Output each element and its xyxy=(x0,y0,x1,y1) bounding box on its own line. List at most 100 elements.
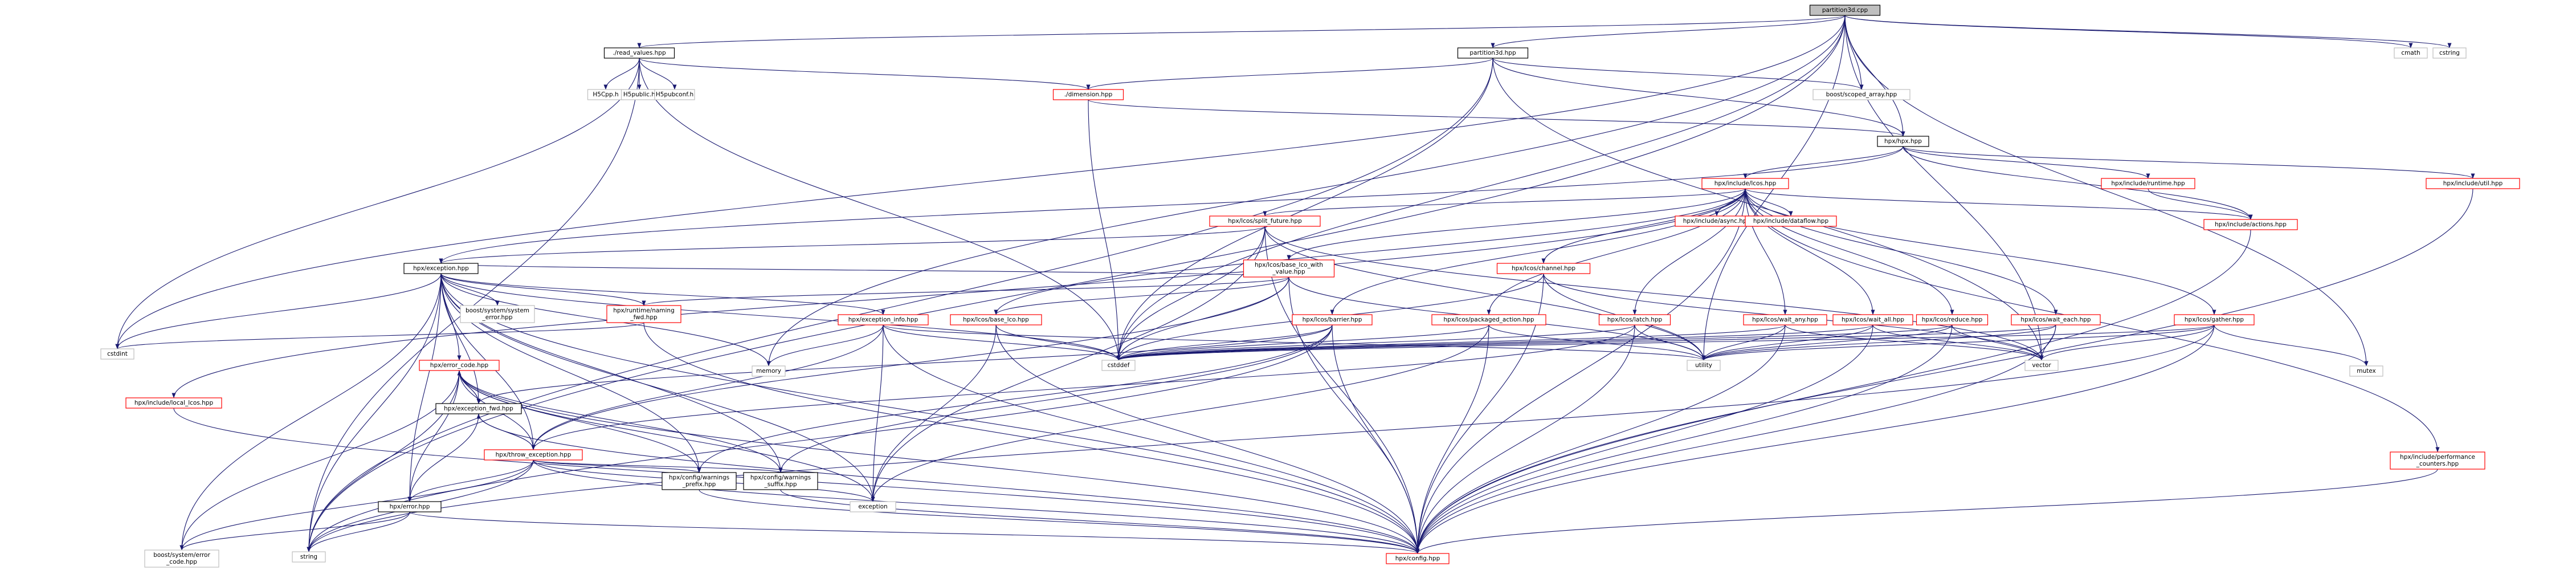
node-barrier[interactable]: hpx/lcos/barrier.hpp xyxy=(1292,314,1373,325)
node-label: hpx/include/local_lcos.hpp xyxy=(134,400,214,406)
node-dataflow-hpp[interactable]: hpx/include/dataflow.hpp xyxy=(1745,215,1837,227)
node-naming-fwd[interactable]: hpx/runtime/naming_fwd.hpp xyxy=(606,305,681,323)
node-warnings-prefix[interactable]: hpx/config/warnings_prefix.hpp xyxy=(662,472,737,490)
edge-runtime_hpp-to-actions_hpp xyxy=(2148,188,2253,220)
node-error-code[interactable]: hpx/error_code.hpp xyxy=(419,360,500,371)
edge-barrier-to-cstddef xyxy=(1116,324,1333,361)
edge-gather-to-string xyxy=(307,324,2215,552)
edge-partition3d_hpp-to-hpx_hpp xyxy=(1492,58,1905,137)
edge-exception_hpp-to-system_error xyxy=(440,273,500,306)
node-label: hpx/lcos/wait_all.hpp xyxy=(1842,316,1904,323)
node-label: partition3d.hpp xyxy=(1469,50,1516,56)
edge-base_lco_hpp-to-cstddef xyxy=(995,324,1121,361)
node-box xyxy=(850,501,896,512)
node-wait-each[interactable]: hpx/lcos/wait_each.hpp xyxy=(2011,314,2101,325)
node-box xyxy=(1832,314,1913,325)
edge-base_lco-to-exception_hpp xyxy=(439,263,1289,278)
node-label: hpx/config/warnings xyxy=(750,474,811,481)
node-config-hpp[interactable]: hpx/config.hpp xyxy=(1386,553,1450,564)
node-latch[interactable]: hpx/lcos/latch.hpp xyxy=(1598,314,1671,325)
node-packaged-action[interactable]: hpx/lcos/packaged_action.hpp xyxy=(1431,314,1546,325)
node-box xyxy=(1701,178,1789,189)
node-label: hpx/lcos/base_lco_with xyxy=(1255,262,1323,268)
edge-dimension-to-cstddef xyxy=(1088,99,1121,361)
node-label: hpx/include/actions.hpp xyxy=(2215,221,2287,228)
node-label: cmath xyxy=(2401,50,2420,56)
node-partition3d-cpp[interactable]: partition3d.cpp xyxy=(1809,5,1881,16)
node-perf-counters[interactable]: hpx/include/performance_counters.hpp xyxy=(2390,451,2485,470)
node-base-lco-hpp[interactable]: hpx/lcos/base_lco.hpp xyxy=(950,314,1042,325)
edge-reduce-to-config_hpp xyxy=(1415,324,1953,554)
edge-error_code-to-warnings_prefix xyxy=(459,370,701,473)
node-actions-hpp[interactable]: hpx/include/actions.hpp xyxy=(2203,219,2298,230)
node-label: hpx/lcos/gather.hpp xyxy=(2185,316,2244,323)
edge-exception_info-to-config_hpp xyxy=(883,324,1420,554)
node-dimension[interactable]: ./dimension.hpp xyxy=(1052,89,1124,100)
node-hpx-hpp[interactable]: hpx/hpx.hpp xyxy=(1877,136,1929,147)
node-label: _error.hpp xyxy=(481,314,512,321)
node-reduce[interactable]: hpx/lcos/reduce.hpp xyxy=(1916,314,1989,325)
node-label: hpx/exception.hpp xyxy=(413,265,469,272)
node-label: hpx/include/async.hpp xyxy=(1683,218,1751,225)
node-box xyxy=(2101,178,2195,189)
node-warnings-suffix[interactable]: hpx/config/warnings_suffix.hpp xyxy=(743,472,818,490)
node-box xyxy=(1916,314,1989,325)
node-label: hpx/include/performance xyxy=(2400,454,2475,461)
edge-throw_exception-to-boost_error_code xyxy=(179,459,534,551)
edge-lcos_hpp-to-base_lco xyxy=(1287,188,1746,260)
edge-base_lco_hpp-to-config_hpp xyxy=(995,324,1420,554)
node-cstring: cstring xyxy=(2432,47,2467,59)
edge-wait_each-to-utility xyxy=(1701,324,2056,361)
node-wait-any[interactable]: hpx/lcos/wait_any.hpp xyxy=(1743,314,1827,325)
node-local-lcos[interactable]: hpx/include/local_lcos.hpp xyxy=(125,397,222,409)
node-partition3d-hpp[interactable]: partition3d.hpp xyxy=(1457,47,1529,59)
node-error-hpp[interactable]: hpx/error.hpp xyxy=(378,501,442,512)
node-throw-exception[interactable]: hpx/throw_exception.hpp xyxy=(484,449,583,461)
node-box xyxy=(378,501,442,512)
edge-exception_fwd-to-config_hpp xyxy=(478,413,1420,554)
node-channel[interactable]: hpx/lcos/channel.hpp xyxy=(1496,263,1591,274)
node-gather[interactable]: hpx/lcos/gather.hpp xyxy=(2174,314,2255,325)
node-label: _suffix.hpp xyxy=(764,481,797,488)
node-box xyxy=(1745,215,1837,227)
node-runtime-hpp[interactable]: hpx/include/runtime.hpp xyxy=(2101,178,2195,189)
node-base-lco[interactable]: hpx/lcos/base_lco_with_value.hpp xyxy=(1243,259,1335,278)
edge-split_future-to-exception_std xyxy=(871,226,1265,502)
edge-read_values-to-cstddef xyxy=(639,58,1121,361)
node-box xyxy=(662,472,737,490)
edge-partition3d_cpp-to-memory xyxy=(766,15,1846,367)
node-label: hpx/include/runtime.hpp xyxy=(2111,180,2185,187)
node-util-hpp[interactable]: hpx/include/util.hpp xyxy=(2426,178,2520,189)
node-exception-fwd[interactable]: hpx/exception_fwd.hpp xyxy=(435,403,522,414)
edge-lcos_hpp-to-dataflow_hpp xyxy=(1745,188,1793,217)
node-box xyxy=(1386,553,1450,564)
edge-exception_fwd-to-error_code xyxy=(457,370,479,404)
edge-exception_hpp-to-exception_info xyxy=(440,273,885,315)
node-label: utility xyxy=(1695,362,1712,369)
node-async-hpp[interactable]: hpx/include/async.hpp xyxy=(1675,215,1759,227)
edge-wait_any-to-utility xyxy=(1701,324,1786,361)
node-wait-all[interactable]: hpx/lcos/wait_all.hpp xyxy=(1832,314,1913,325)
edge-partition3d_cpp-to-cstring xyxy=(1844,15,2452,48)
node-box xyxy=(100,348,134,360)
edge-read_values-to-h5pubconf xyxy=(639,58,677,90)
edge-throw_exception-to-config_hpp xyxy=(533,459,1420,554)
edge-throw_exception-to-error_hpp xyxy=(407,459,534,502)
node-read-values[interactable]: ./read_values.hpp xyxy=(603,47,675,59)
node-split-future[interactable]: hpx/lcos/split_future.hpp xyxy=(1209,215,1321,227)
edge-exception_hpp-to-warnings_suffix xyxy=(440,273,783,473)
edge-warnings_suffix-to-config_hpp xyxy=(780,489,1420,554)
node-box xyxy=(2432,47,2467,59)
edge-partition3d_cpp-to-vector xyxy=(1844,15,2044,361)
node-box xyxy=(125,397,222,409)
node-exception-hpp[interactable]: hpx/exception.hpp xyxy=(403,263,479,274)
node-box xyxy=(1743,314,1827,325)
edge-barrier-to-string xyxy=(307,324,1333,552)
node-mutex: mutex xyxy=(2349,365,2383,377)
edge-wait_all-to-cstddef xyxy=(1116,324,1873,361)
node-exception-info[interactable]: hpx/exception_info.hpp xyxy=(838,314,929,325)
edge-packaged_action-to-cstddef xyxy=(1116,324,1489,361)
node-lcos-hpp[interactable]: hpx/include/lcos.hpp xyxy=(1701,178,1789,189)
edge-lcos_hpp-to-channel xyxy=(1541,188,1746,264)
node-label: vector xyxy=(2032,362,2051,369)
